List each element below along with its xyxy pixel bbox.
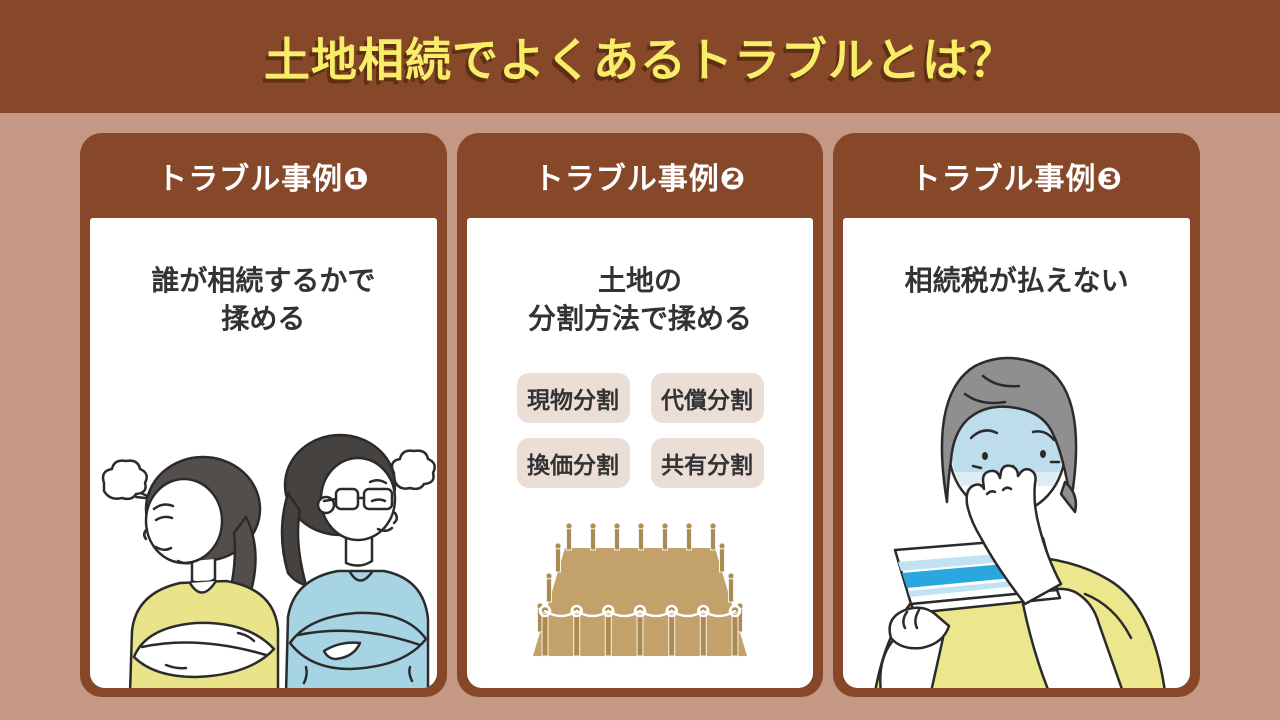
card-2-body: 土地の分割方法で揉める 現物分割 代償分割 換価分割 共有分割: [466, 218, 814, 688]
card-1-heading-line-2: 揉める: [221, 302, 306, 334]
trouble-card-1: トラブル事例❶ 誰が相続するかで揉める: [80, 133, 447, 697]
title-bar: 土地相続でよくあるトラブルとは？: [0, 0, 1280, 113]
card-2-header: トラブル事例❷: [533, 162, 747, 196]
trouble-card-3: トラブル事例❸ 相続税が払えない: [833, 133, 1201, 697]
worried-elderly-illustration: [874, 356, 1166, 688]
tag-genbutsu-bunkatsu: 現物分割: [516, 373, 630, 424]
woman-figure: [129, 455, 280, 688]
steam-puff-left: [102, 459, 156, 501]
page-title: 土地相続でよくあるトラブルとは？: [264, 33, 1016, 86]
card-3-heading-line-1: 相続税が払えない: [904, 265, 1129, 296]
card-2-heading-line-1: 土地の: [598, 265, 683, 296]
card-3-body: 相続税が払えない: [843, 218, 1191, 688]
card-2-heading: 土地の分割方法で揉める: [475, 262, 806, 337]
tag-kanka-bunkatsu: 換価分割: [516, 438, 630, 489]
card-2-heading-line-2: 分割方法で揉める: [528, 302, 753, 334]
card-1-heading-line-1: 誰が相続するかで: [151, 265, 376, 296]
hand-over-mouth: [965, 464, 1062, 606]
card-1-body: 誰が相続するかで揉める: [90, 218, 437, 688]
fence-rope: [538, 604, 742, 618]
card-3-header: トラブル事例❸: [910, 162, 1123, 196]
card-1-header: トラブル事例❶: [157, 162, 370, 196]
land-surface: [533, 548, 747, 656]
land-plot-illustration: [533, 522, 747, 657]
card-1-heading: 誰が相続するかで揉める: [98, 262, 429, 337]
cards-row: トラブル事例❶ 誰が相続するかで揉める: [80, 133, 1201, 697]
man-figure: [281, 433, 437, 688]
trouble-card-2: トラブル事例❷ 土地の分割方法で揉める 現物分割 代償分割 換価分割 共有分割: [456, 133, 824, 697]
card-3-heading: 相続税が払えない: [851, 262, 1182, 300]
arguing-couple-illustration: [102, 433, 437, 688]
tag-kyoyu-bunkatsu: 共有分割: [650, 438, 764, 489]
gray-hair: [940, 356, 1077, 504]
tag-daisho-bunkatsu: 代償分割: [650, 373, 764, 424]
division-method-tags: 現物分割 代償分割 換価分割 共有分割: [467, 373, 814, 489]
